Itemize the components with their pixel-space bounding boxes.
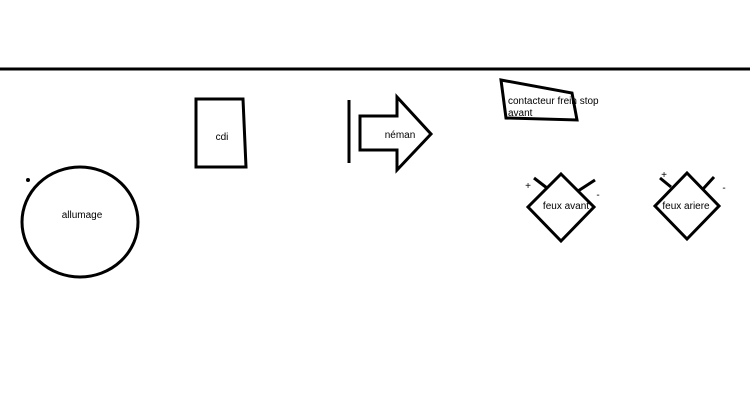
cdi-label: cdi — [216, 132, 229, 143]
feux-arriere-plus-sign: + — [661, 170, 667, 181]
feux-arriere-component: + - feux ariere — [652, 170, 726, 242]
feux-arriere-label: feux ariere — [662, 201, 710, 212]
feux-arriere-diamond — [652, 170, 722, 242]
feux-arriere-terminal-minus — [701, 175, 716, 191]
feux-avant-component: + - feux avant — [525, 171, 600, 244]
allumage-label: allumage — [62, 210, 103, 221]
allumage-dot — [26, 178, 30, 182]
feux-avant-terminal-minus — [577, 178, 596, 193]
contacteur-label-line2: avant — [508, 108, 533, 119]
feux-avant-terminal-plus — [533, 176, 548, 190]
feux-arriere-minus-sign: - — [722, 183, 725, 194]
neman-arrow — [358, 93, 434, 174]
neman-label: néman — [385, 130, 416, 141]
contacteur-box — [499, 78, 579, 122]
cdi-component: cdi — [194, 97, 248, 169]
feux-arriere-terminal-plus — [659, 176, 672, 189]
feux-avant-diamond — [525, 171, 597, 244]
contacteur-label-line1: contacteur frein stop — [508, 96, 599, 107]
contacteur-component: contacteur frein stop avant — [499, 78, 599, 122]
allumage-circle — [20, 165, 140, 279]
neman-component: néman — [347, 93, 434, 174]
cdi-box — [194, 97, 248, 169]
allumage-component: allumage — [20, 165, 140, 279]
feux-avant-plus-sign: + — [525, 181, 531, 192]
feux-avant-label: feux avant — [543, 201, 589, 212]
feux-avant-minus-sign: - — [596, 190, 599, 201]
